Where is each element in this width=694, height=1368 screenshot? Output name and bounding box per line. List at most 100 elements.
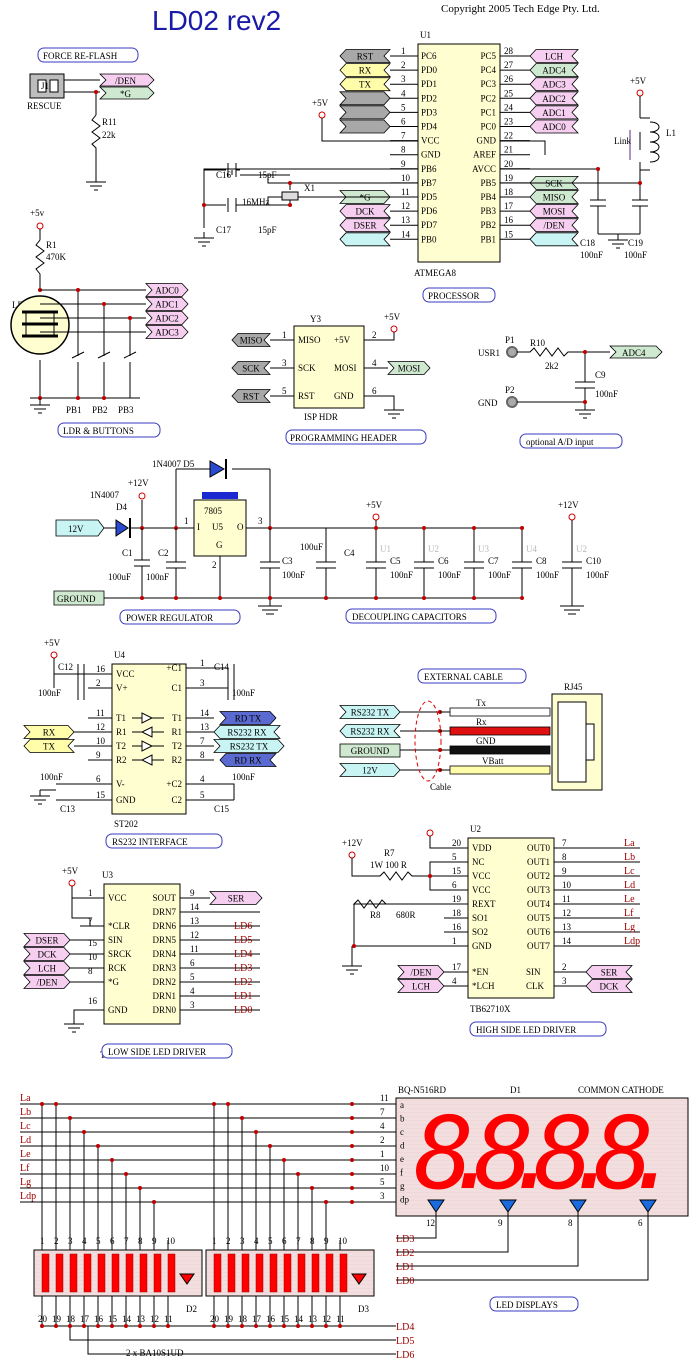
label: LD0 bbox=[396, 1276, 414, 1287]
crystal-x1 bbox=[281, 191, 299, 201]
net-label bbox=[339, 49, 391, 63]
label: LD3 bbox=[396, 1234, 414, 1245]
net-label bbox=[339, 91, 391, 106]
section-label: RS232 INTERFACE bbox=[112, 837, 188, 847]
label: 18 bbox=[504, 187, 514, 197]
svg-text:GND: GND bbox=[478, 398, 498, 408]
label: 8 bbox=[562, 852, 567, 862]
section-label: PROCESSOR bbox=[428, 291, 480, 301]
label: 21 bbox=[504, 145, 513, 155]
label: 3 bbox=[562, 976, 567, 986]
label: RJ45 bbox=[564, 682, 583, 692]
pin-label: T1 bbox=[172, 713, 182, 723]
label: 1 bbox=[452, 936, 457, 946]
net-label bbox=[23, 739, 75, 753]
net-label bbox=[145, 297, 189, 311]
label: 100nF bbox=[38, 688, 61, 698]
svg-text:DRN4: DRN4 bbox=[152, 949, 176, 959]
label: 4 bbox=[372, 358, 377, 368]
low-side-block: TPIC6C595XU3VCC*CLRSINSRCKRCK*GGND171510… bbox=[23, 866, 263, 1060]
st202-chip bbox=[111, 663, 187, 815]
net-label-text: SCK bbox=[242, 364, 260, 374]
net-label bbox=[339, 218, 391, 233]
net-label bbox=[339, 77, 391, 92]
net-label-text: MOSI bbox=[398, 364, 421, 374]
svg-text:100nF: 100nF bbox=[595, 389, 618, 399]
net-label-text: RD TX bbox=[235, 714, 262, 724]
label: 16 bbox=[96, 664, 106, 674]
net-label-text: RST bbox=[243, 392, 260, 402]
label: +5V bbox=[630, 76, 647, 86]
svg-text:2k2: 2k2 bbox=[545, 361, 559, 371]
label: 7 bbox=[562, 838, 567, 848]
label: 19 bbox=[52, 1314, 62, 1324]
svg-text:2: 2 bbox=[212, 560, 217, 570]
label: 19 bbox=[452, 894, 462, 904]
label: 11 bbox=[380, 1093, 389, 1103]
label: *LCH bbox=[472, 981, 495, 991]
net-label bbox=[231, 361, 271, 375]
net-label bbox=[145, 311, 189, 325]
label: L1 bbox=[666, 128, 676, 138]
label: SO2 bbox=[472, 927, 488, 937]
label: a bbox=[400, 1100, 404, 1110]
svg-text:DRN0: DRN0 bbox=[152, 1005, 176, 1015]
label: PD1 bbox=[421, 79, 437, 89]
net-label bbox=[23, 947, 71, 961]
svg-text:C4: C4 bbox=[344, 548, 355, 558]
label: 19 bbox=[224, 1314, 234, 1324]
label: 20 bbox=[504, 159, 514, 169]
net-label-text: ADC3 bbox=[542, 80, 566, 90]
pin-label: PC1 bbox=[480, 107, 496, 117]
label: VDD bbox=[472, 843, 492, 853]
label: LD0 bbox=[234, 1005, 252, 1016]
label: 18 bbox=[238, 1314, 248, 1324]
net-label bbox=[339, 232, 391, 247]
label: 100nF bbox=[580, 250, 603, 260]
label: 14 bbox=[294, 1314, 304, 1324]
label: 7 bbox=[401, 131, 406, 141]
label: 12 bbox=[562, 908, 571, 918]
label: BQ-N516RD bbox=[398, 1085, 447, 1095]
label: Le bbox=[20, 1149, 31, 1160]
svg-text:PB2: PB2 bbox=[92, 405, 108, 415]
label: ATMEGA8 bbox=[414, 268, 456, 278]
label: C14 bbox=[214, 662, 230, 672]
net-label bbox=[231, 389, 271, 403]
section-label: LOW SIDE LED DRIVER bbox=[108, 1047, 206, 1057]
svg-text:1N4007 D5: 1N4007 D5 bbox=[152, 459, 195, 469]
svg-text:D4: D4 bbox=[116, 502, 127, 512]
label: 11 bbox=[562, 894, 571, 904]
net-label bbox=[529, 119, 579, 134]
label: 12 bbox=[426, 1218, 435, 1228]
section-label: optional A/D input bbox=[526, 437, 594, 447]
label: 8 bbox=[568, 1218, 573, 1228]
label: Rx bbox=[476, 717, 487, 727]
label: *EN bbox=[472, 967, 489, 977]
section-label: FORCE RE-FLASH bbox=[43, 51, 118, 61]
net-label-text: DSER bbox=[353, 221, 376, 231]
decap-chip: U2 bbox=[576, 544, 587, 554]
label: +5V bbox=[384, 312, 401, 322]
label: LD4 bbox=[234, 949, 252, 960]
net-label bbox=[213, 739, 285, 753]
net-label bbox=[209, 891, 263, 905]
label: 9 bbox=[498, 1218, 503, 1228]
svg-text:+5v: +5v bbox=[30, 208, 45, 218]
label: 6 bbox=[190, 958, 195, 968]
svg-text:12V: 12V bbox=[68, 524, 84, 534]
svg-text:DRN3: DRN3 bbox=[152, 963, 176, 973]
label: 17 bbox=[452, 962, 462, 972]
net-label bbox=[339, 705, 401, 719]
label: GND bbox=[334, 391, 354, 401]
svg-text:I: I bbox=[197, 522, 200, 532]
label: 6 bbox=[401, 117, 406, 127]
label: R1 bbox=[116, 727, 127, 737]
label: D2 bbox=[186, 1304, 197, 1314]
label: Lc bbox=[20, 1121, 31, 1132]
label: 11 bbox=[96, 708, 105, 718]
isp-header-chip bbox=[293, 325, 365, 409]
label: REXT bbox=[472, 899, 496, 909]
label: PD3 bbox=[421, 107, 438, 117]
label: 12 bbox=[96, 722, 105, 732]
